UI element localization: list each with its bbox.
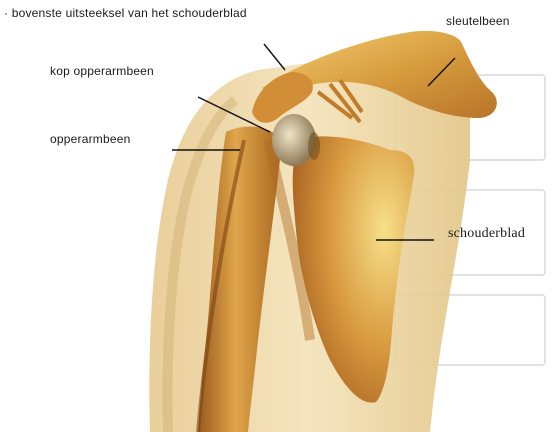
label-clavicle: sleutelbeen — [446, 14, 510, 28]
leader-line-acromion — [264, 44, 285, 70]
label-scapula: schouderblad — [448, 226, 525, 242]
label-humeral-head: kop opperarmbeen — [50, 64, 154, 78]
glenoid-socket — [308, 132, 320, 160]
label-acromion: · bovenste uitsteeksel van het schouderb… — [4, 6, 247, 20]
label-humerus: opperarmbeen — [50, 132, 130, 146]
